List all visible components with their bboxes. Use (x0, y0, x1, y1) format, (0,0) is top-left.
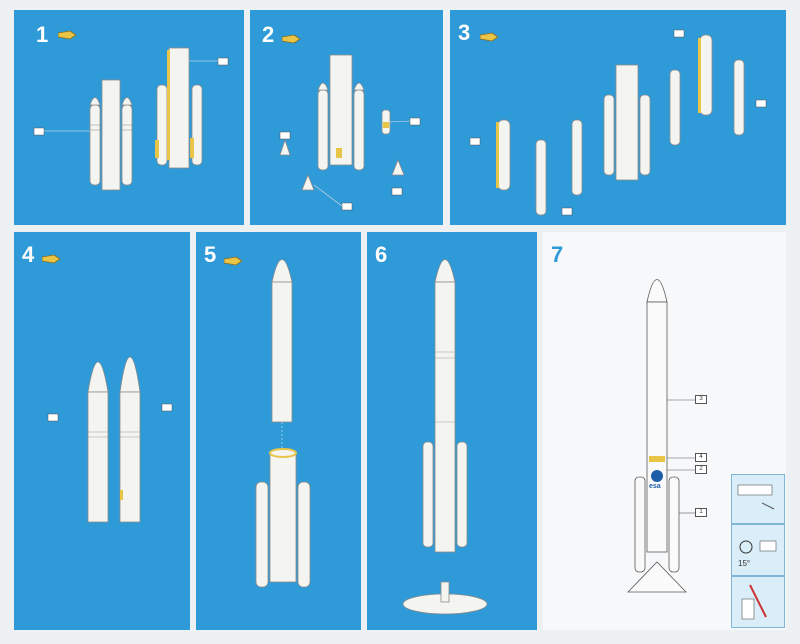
step-number: 2 (262, 22, 275, 47)
step-7-callout-2: 2 (695, 465, 707, 474)
step-1-assembly (33, 47, 229, 191)
step-number: 5 (204, 242, 217, 267)
step-1-panel: 1 (14, 10, 244, 225)
step-7-callout-1: 1 (695, 508, 707, 517)
step-7-finished-rocket (627, 279, 695, 593)
step-6-panel: 6 (367, 232, 537, 630)
step-number: 4 (22, 242, 35, 267)
step-7-callout-4: 4 (695, 453, 707, 462)
step-number: 1 (36, 22, 49, 47)
inset-decal-pressing (731, 576, 785, 628)
step-2-assembly (279, 54, 421, 211)
glue-tube-icon (282, 34, 301, 44)
inset-decal-application (731, 474, 785, 524)
step-number: 3 (458, 20, 471, 45)
step-3-assembly (469, 29, 767, 216)
step-6-assembly (402, 259, 488, 615)
esa-logo: esa (649, 483, 661, 490)
step-3-panel: 3 (450, 10, 786, 225)
step-5-assembly (255, 259, 311, 588)
step-4-assembly (47, 356, 173, 523)
inset-decal-angle: 15° (731, 524, 785, 576)
inset-angle-label: 15° (738, 559, 751, 568)
step-7-callout-3: 3 (695, 395, 707, 404)
step-number: 6 (375, 242, 388, 267)
step-5-panel: 5 (196, 232, 361, 630)
glue-tube-icon (42, 254, 61, 264)
glue-tube-icon (58, 30, 77, 40)
step-4-panel: 4 (14, 232, 190, 630)
glue-tube-icon (224, 256, 243, 266)
step-number: 7 (551, 242, 564, 267)
glue-tube-icon (480, 32, 499, 42)
step-7-panel: 7 3 4 2 1 esa 15° (543, 232, 786, 630)
step-2-panel: 2 (250, 10, 443, 225)
